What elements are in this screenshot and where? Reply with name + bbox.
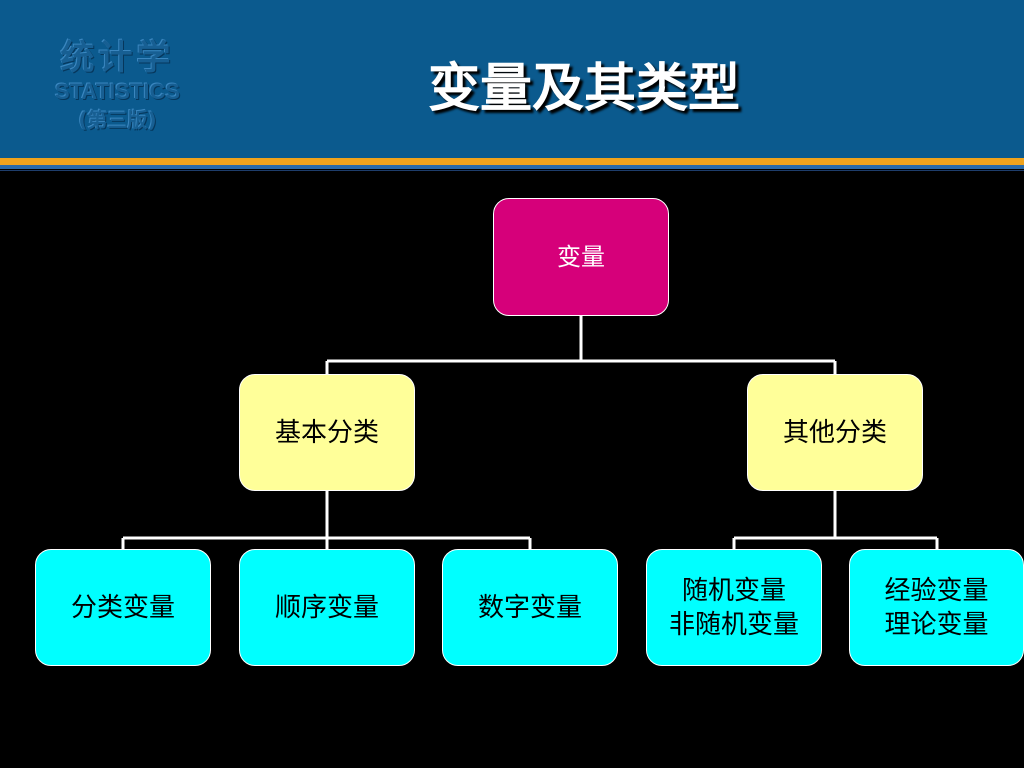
node-empirical-variable-label: 经验变量 理论变量: [884, 575, 989, 640]
node-empirical-variable: 经验变量 理论变量: [849, 549, 1024, 666]
header-orange-divider: [0, 158, 1024, 165]
node-variable-label: 变量: [557, 243, 605, 271]
slide-title: 变量及其类型: [427, 58, 740, 119]
header-blue-divider: [0, 165, 1024, 169]
book-logo: 统计学 STATISTICS (第三版): [30, 38, 205, 134]
node-other-classification: 其他分类: [747, 374, 923, 491]
logo-english-title: STATISTICS: [54, 79, 181, 104]
node-other-classification-label: 其他分类: [782, 417, 887, 448]
node-categorical-variable: 分类变量: [35, 549, 211, 666]
node-basic-classification: 基本分类: [239, 374, 415, 491]
header-thin-divider: [0, 170, 1024, 171]
node-basic-classification-label: 基本分类: [274, 417, 379, 448]
node-numeric-variable-label: 数字变量: [477, 592, 582, 623]
slide-header: [0, 0, 1024, 158]
logo-chinese-title: 统计学: [60, 38, 175, 78]
node-categorical-variable-label: 分类变量: [70, 592, 175, 623]
node-variable: 变量: [493, 198, 669, 316]
node-ordinal-variable: 顺序变量: [239, 549, 415, 666]
node-ordinal-variable-label: 顺序变量: [274, 592, 379, 623]
node-random-variable-label: 随机变量 非随机变量: [668, 575, 799, 640]
node-numeric-variable: 数字变量: [442, 549, 618, 666]
node-random-variable: 随机变量 非随机变量: [646, 549, 822, 666]
logo-edition: (第三版): [78, 108, 157, 132]
